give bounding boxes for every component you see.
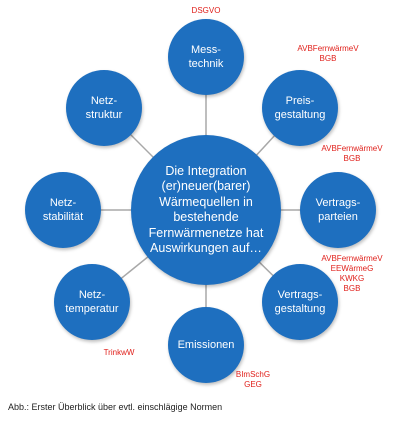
node-messtechnik: Mess- technik xyxy=(168,19,244,95)
node-vertragsparteien: Vertrags- parteien xyxy=(300,172,376,248)
node-netzstabilitaet: Netz- stabilität xyxy=(25,172,101,248)
figure-caption: Abb.: Erster Überblick über evtl. einsch… xyxy=(8,402,223,412)
law-label-vertragsparteien: AVBFernwärmeV BGB xyxy=(321,144,383,163)
law-label-emissionen: BImSchG GEG xyxy=(235,370,271,389)
law-label-netztemperatur: TrinkwW xyxy=(103,348,135,357)
law-label-vertragsgestaltung: AVBFernwärmeV EEWärmeG KWKG BGB xyxy=(321,254,383,293)
law-label-preisgestaltung: AVBFernwärmeV BGB xyxy=(297,44,359,63)
law-label-messtechnik: DSGVO xyxy=(191,6,221,15)
node-netztemperatur: Netz- temperatur xyxy=(54,264,130,340)
node-netzstruktur: Netz- struktur xyxy=(66,70,142,146)
center-node: Die Integration (er)neuer(barer) Wärmequ… xyxy=(131,135,281,285)
node-preisgestaltung: Preis- gestaltung xyxy=(262,70,338,146)
node-emissionen: Emissionen xyxy=(168,307,244,383)
node-vertragsgestaltung: Vertrags- gestaltung xyxy=(262,264,338,340)
